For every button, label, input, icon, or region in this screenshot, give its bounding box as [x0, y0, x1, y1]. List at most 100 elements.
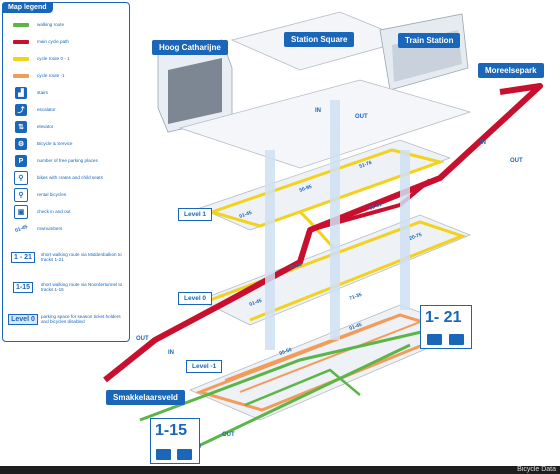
flow-in-top: IN	[480, 140, 486, 146]
legend-item-walking-route: walking route	[9, 17, 127, 33]
callout-moreelsepark: Moreelsepark	[478, 63, 544, 78]
row-label-l0-a: 01-45	[249, 298, 263, 308]
flow-out-bottom: OUT	[222, 432, 235, 438]
walking-route-mid	[244, 368, 361, 407]
callout-hoog-catharijne: Hoog Catharijne	[152, 40, 228, 55]
legend-label: parking space for season ticket holders …	[41, 313, 121, 325]
station-plaza	[178, 79, 472, 169]
column-1	[265, 150, 275, 350]
row-label-l0-b: 50-95	[289, 262, 303, 272]
main-cycle-path-swatch	[13, 40, 29, 44]
row-label-l0-c: 71-35	[349, 292, 363, 302]
column-2	[330, 100, 340, 340]
legend-label: rental bicycles	[37, 192, 67, 198]
legend-label: short walking route via Noordertunnel to…	[41, 281, 123, 293]
walking-routes	[139, 328, 431, 452]
legend-item-cycle-route-0-1: cycle route 0 - 1	[9, 51, 127, 67]
bike-icon	[177, 449, 192, 460]
cargo-bike-icon: ⚲	[14, 171, 28, 185]
walking-route-lower	[139, 328, 431, 422]
legend-item-bicycle-service: ⚙ Bicycle & Service	[9, 136, 127, 152]
tracks-1-15-label: 1-15	[155, 422, 188, 439]
walking-icon	[427, 334, 442, 345]
legend-item-free-parking: P number of free parking places	[9, 153, 127, 169]
row-label-l1-d: 05-01	[369, 202, 383, 212]
cycle-route-minus-1-inner	[224, 317, 421, 393]
main-cycle-path-line	[103, 83, 543, 383]
flow-in-square: IN	[315, 108, 321, 114]
legend-label: check in and out	[37, 209, 71, 215]
bike-icon	[449, 334, 464, 345]
walking-icon	[156, 449, 171, 460]
elevator-icon: ⇅	[15, 121, 27, 133]
flow-in-left: IN	[168, 350, 174, 356]
level-0-tag: Level 0	[178, 292, 213, 305]
tracks-1-21-label: 1- 21	[425, 309, 462, 326]
flow-out-top: OUT	[510, 158, 523, 164]
legend-item-main-cycle-path: main cycle path	[9, 34, 127, 50]
row-label-lm1-b: 01-45	[349, 322, 363, 332]
legend-title: Map legend	[2, 2, 53, 13]
walking-route-bottom	[189, 343, 411, 452]
tracks-1-21-sign: 1- 21	[420, 305, 472, 349]
flow-out-left: OUT	[136, 336, 149, 342]
cycle-route-0-1-swatch	[13, 57, 29, 61]
legend-label: rownumbers	[37, 226, 63, 232]
legend-item-stairs: ▟ stairs	[9, 85, 127, 101]
legend-item-check-in: ▣ check in and out	[9, 204, 127, 220]
callout-station-square: Station Square	[284, 32, 355, 47]
bicycle-service-icon: ⚙	[15, 138, 27, 150]
footer-text: Bicycle Data	[517, 466, 556, 473]
row-label-l1-a: 01-45	[239, 210, 253, 220]
tracks-1-21-box: 1 - 21	[11, 251, 35, 263]
legend-item-cycle-route-minus-1: cycle route -1	[9, 68, 127, 84]
row-label-l1-b: 50-95	[299, 184, 313, 194]
cycle-route-minus-1-swatch	[13, 74, 29, 78]
stairs-icon: ▟	[15, 87, 27, 99]
legend-item-rownumbers: 01-45 rownumbers	[9, 221, 127, 237]
row-number-icon: 01-45	[13, 223, 29, 235]
legend-item-rental-bicycles: ⚲ rental bicycles	[9, 187, 127, 203]
row-label-lm1-a: 95-50	[279, 347, 293, 357]
legend-item-cargo-bikes: ⚲ bikes with crates and child seats	[9, 170, 127, 186]
legend-label: main cycle path	[37, 39, 69, 45]
legend-item-elevator: ⇅ elevator	[9, 119, 127, 135]
row-labels: 01-45 50-95 51-76 05-01 01-45 50-95 71-3…	[239, 160, 423, 357]
legend-item-route-1-21: 1 - 21 short walking route via Middenbal…	[9, 249, 127, 265]
legend-item-escalator: ⤴ escalator	[9, 102, 127, 118]
check-in-icon: ▣	[14, 205, 28, 219]
row-label-l0-d: 20-75	[409, 232, 423, 242]
footer-bar: Bicycle Data	[0, 466, 560, 474]
hoog-catharijne-facade	[168, 58, 222, 124]
escalator-icon: ⤴	[15, 104, 27, 116]
legend-label: short walking route via Middenbalkon to …	[41, 251, 122, 263]
legend-label: number of free parking places	[37, 158, 98, 164]
flow-out-square: OUT	[355, 114, 368, 120]
level-0-box: Level 0	[8, 313, 38, 325]
column-3	[400, 150, 410, 310]
row-label-l1-c: 51-76	[359, 160, 373, 170]
map-legend: Map legend walking route main cycle path…	[2, 2, 130, 342]
parking-counter-icon: P	[15, 155, 27, 167]
cycle-route-0-1-level0	[204, 220, 467, 322]
legend-label: cycle route 0 - 1	[37, 56, 70, 62]
callout-smakkelaarsveld: Smakkelaarsveld	[106, 390, 185, 405]
legend-label: elevator	[37, 124, 54, 130]
legend-label: cycle route -1	[37, 73, 65, 79]
legend-item-route-1-15: 1-15 short walking route via Noordertunn…	[9, 279, 127, 295]
callout-train-station: Train Station	[398, 33, 461, 48]
legend-label: walking route	[37, 22, 65, 28]
level-minus-1-tag: Level -1	[186, 360, 223, 373]
legend-label: bikes with crates and child seats	[37, 175, 103, 181]
legend-label: stairs	[37, 90, 48, 96]
tracks-1-15-sign: 1-15	[150, 418, 200, 464]
legend-label: Bicycle & Service	[37, 141, 73, 147]
legend-label: escalator	[37, 107, 56, 113]
support-columns	[265, 100, 410, 350]
rental-bike-icon: ⚲	[14, 188, 28, 202]
walking-route-swatch	[13, 23, 29, 27]
legend-item-level-0: Level 0 parking space for season ticket …	[8, 311, 127, 327]
tracks-1-15-box: 1-15	[12, 281, 33, 293]
level-1-tag: Level 1	[178, 208, 213, 221]
